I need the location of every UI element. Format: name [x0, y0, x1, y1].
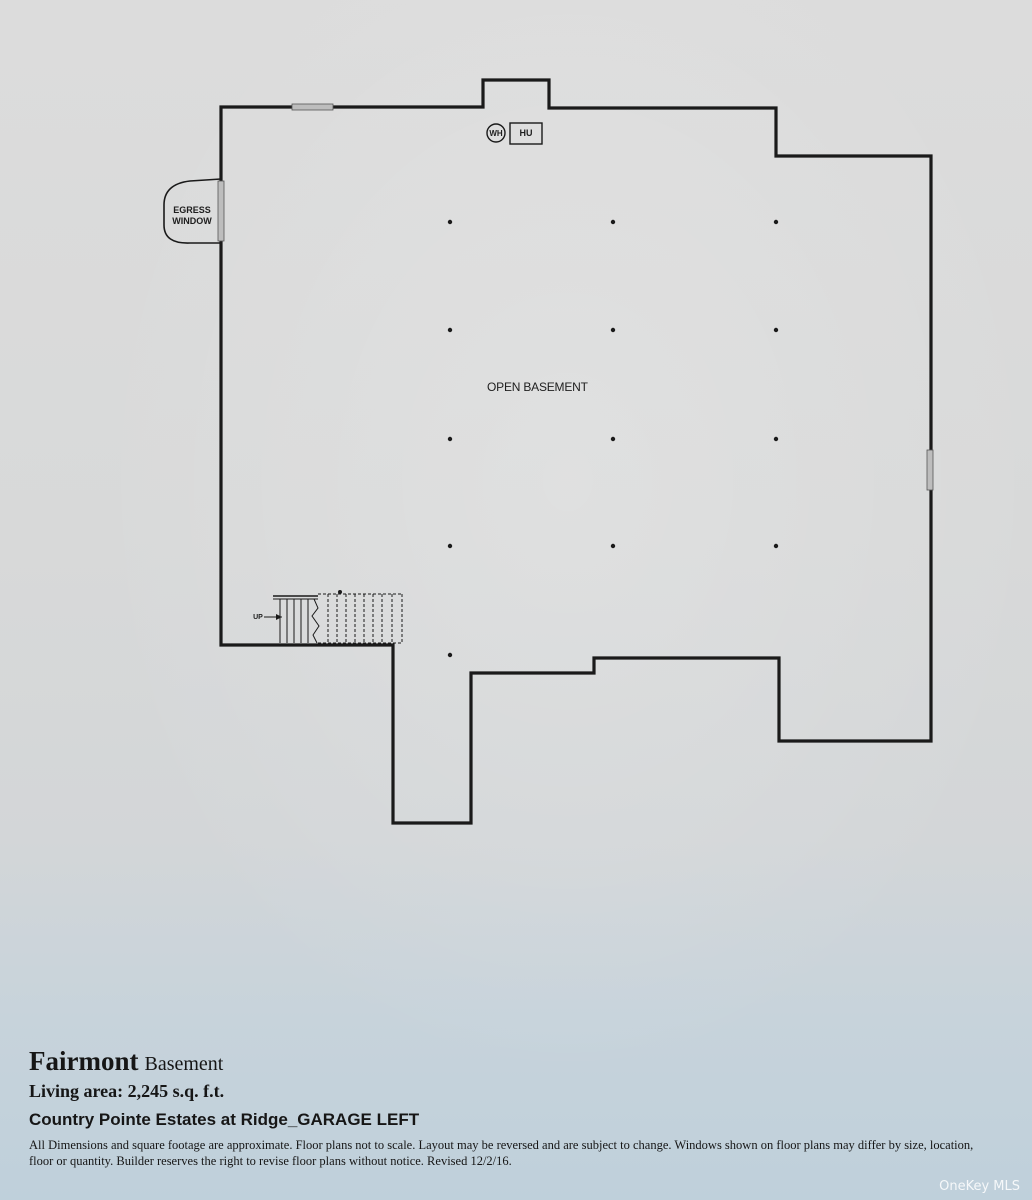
community-name: Country Pointe Estates at Ridge_GARAGE L…: [29, 1110, 420, 1129]
living-area: Living area: 2,245 s.q. f.t.: [29, 1081, 225, 1101]
right-window: [926, 449, 934, 491]
model-name: Fairmont: [29, 1046, 139, 1076]
column-post: [773, 219, 779, 225]
water-heater-label: WH: [489, 129, 503, 138]
top-window: [291, 103, 334, 111]
column-post: [447, 436, 453, 442]
column-post: [773, 543, 779, 549]
stairs-up-label: UP: [253, 614, 263, 621]
heating-unit-label: HU: [519, 128, 533, 138]
staircase: [273, 590, 403, 644]
level-name: Basement: [144, 1053, 224, 1075]
disclaimer-text: All Dimensions and square footage are ap…: [29, 1138, 974, 1168]
egress-label-line1: EGRESS: [173, 205, 211, 215]
column-post: [447, 327, 453, 333]
water-heater: [486, 123, 506, 143]
support-columns: [447, 219, 779, 658]
egress-label-line2: WINDOW: [172, 216, 212, 226]
column-post: [447, 652, 453, 658]
column-post: [610, 543, 616, 549]
egress-window-label: EGRESS WINDOW: [168, 205, 216, 227]
watermark: OneKey MLS: [939, 1179, 1020, 1194]
column-post: [447, 543, 453, 549]
room-label-open-basement: OPEN BASEMENT: [487, 380, 588, 394]
column-post: [610, 327, 616, 333]
column-post: [773, 436, 779, 442]
exterior-wall: [219, 78, 933, 825]
egress-window: [163, 178, 225, 244]
column-post: [610, 436, 616, 442]
heating-unit: [509, 122, 543, 145]
stairs-up-arrow-icon: [264, 614, 282, 620]
column-post: [773, 327, 779, 333]
column-post: [447, 219, 453, 225]
column-post: [610, 219, 616, 225]
